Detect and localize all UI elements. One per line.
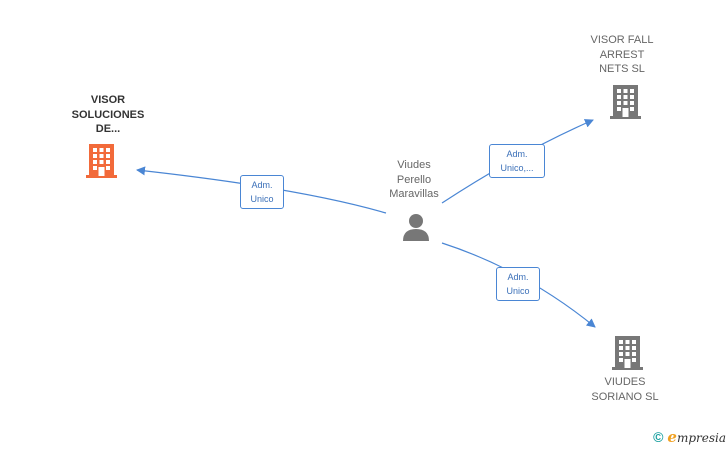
edge-label-adm-unico: Adm. Unico	[240, 175, 284, 209]
edge-label-adm-unico-multiple: Adm. Unico,...	[489, 144, 545, 178]
viudes-soriano-company-label[interactable]: VIUDES SORIANO SL	[591, 376, 659, 403]
person-icon[interactable]	[401, 212, 431, 242]
brand-name: empresia	[667, 428, 726, 446]
main-company-label[interactable]: VISOR SOLUCIONES DE...	[71, 94, 145, 135]
person-name-label[interactable]: Viudes Perello Maravillas	[389, 159, 439, 200]
empresia-logo[interactable]: © empresia	[653, 428, 726, 446]
copyright-symbol: ©	[653, 429, 664, 445]
visor-fall-company-label[interactable]: VISOR FALL ARREST NETS SL	[590, 34, 654, 75]
building-icon[interactable]	[86, 143, 117, 179]
building-icon[interactable]	[612, 335, 643, 371]
edge-label-adm-unico: Adm. Unico	[496, 267, 540, 301]
building-icon[interactable]	[610, 84, 641, 120]
